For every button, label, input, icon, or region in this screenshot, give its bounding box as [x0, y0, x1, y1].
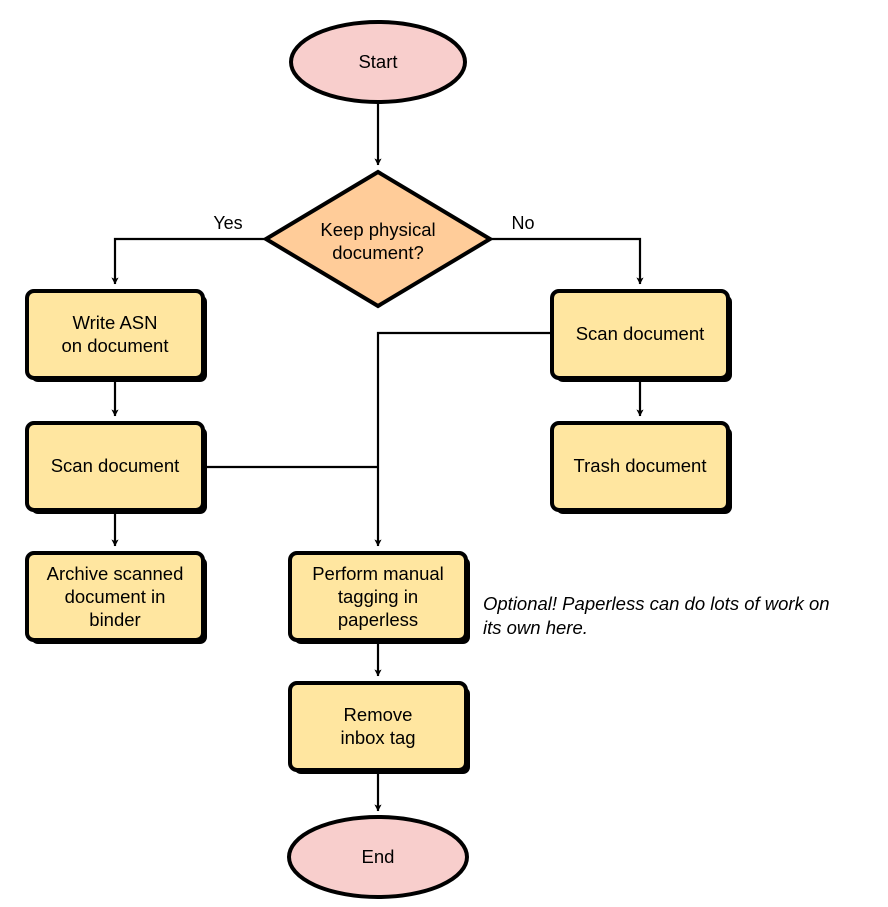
scan-left-box [25, 421, 205, 512]
trash-box [550, 421, 730, 512]
remove-inbox-label-line2: inbox tag [340, 727, 415, 748]
edge-decision-yes-to-write-asn [111, 237, 266, 285]
tagging-label-line1: Perform manual [312, 563, 444, 584]
start-ellipse [289, 20, 467, 104]
archive-label-line2: document in [65, 586, 166, 607]
edge-scan-right-to-tagging [374, 331, 552, 547]
decision-label-line2: document? [332, 242, 424, 263]
edge-label-no: No [511, 213, 534, 233]
scan-left-label: Scan document [51, 455, 180, 476]
edge-decision-no-to-scan-right [490, 237, 644, 285]
node-archive-in-binder[interactable]: Archive scanned document in binder [25, 551, 207, 644]
tagging-box [288, 551, 468, 642]
decision-diamond [262, 169, 494, 309]
end-label: End [362, 846, 395, 867]
tagging-label-line2: tagging in [338, 586, 418, 607]
node-trash-document[interactable]: Trash document [550, 421, 732, 514]
tagging-label-line3: paperless [338, 609, 418, 630]
end-ellipse [287, 815, 469, 899]
remove-inbox-label-line1: Remove [344, 704, 413, 725]
write-asn-box [25, 289, 205, 380]
node-start[interactable]: Start [289, 20, 467, 104]
write-asn-label-line2: on document [62, 335, 169, 356]
connector-layer [111, 103, 644, 812]
archive-box [25, 551, 205, 642]
node-write-asn[interactable]: Write ASN on document [25, 289, 207, 382]
archive-label-line1: Archive scanned [47, 563, 184, 584]
node-scan-document-left[interactable]: Scan document [25, 421, 207, 514]
note-line1: Optional! Paperless can do lots of work … [483, 593, 830, 614]
decision-label-line1: Keep physical [320, 219, 435, 240]
node-end[interactable]: End [287, 815, 469, 899]
scan-right-label: Scan document [576, 323, 705, 344]
edge-label-yes: Yes [213, 213, 242, 233]
node-decision-keep-physical-document[interactable]: Keep physical document? [262, 169, 494, 309]
node-scan-document-right[interactable]: Scan document [550, 289, 732, 382]
node-manual-tagging[interactable]: Perform manual tagging in paperless [288, 551, 470, 644]
archive-label-line3: binder [89, 609, 140, 630]
node-remove-inbox-tag[interactable]: Remove inbox tag [288, 681, 470, 774]
remove-inbox-box [288, 681, 468, 772]
scan-right-box [550, 289, 730, 380]
write-asn-label-line1: Write ASN [73, 312, 158, 333]
trash-label: Trash document [574, 455, 707, 476]
note-line2: its own here. [483, 617, 588, 638]
start-label: Start [358, 51, 397, 72]
annotation-note: Optional! Paperless can do lots of work … [483, 593, 830, 638]
